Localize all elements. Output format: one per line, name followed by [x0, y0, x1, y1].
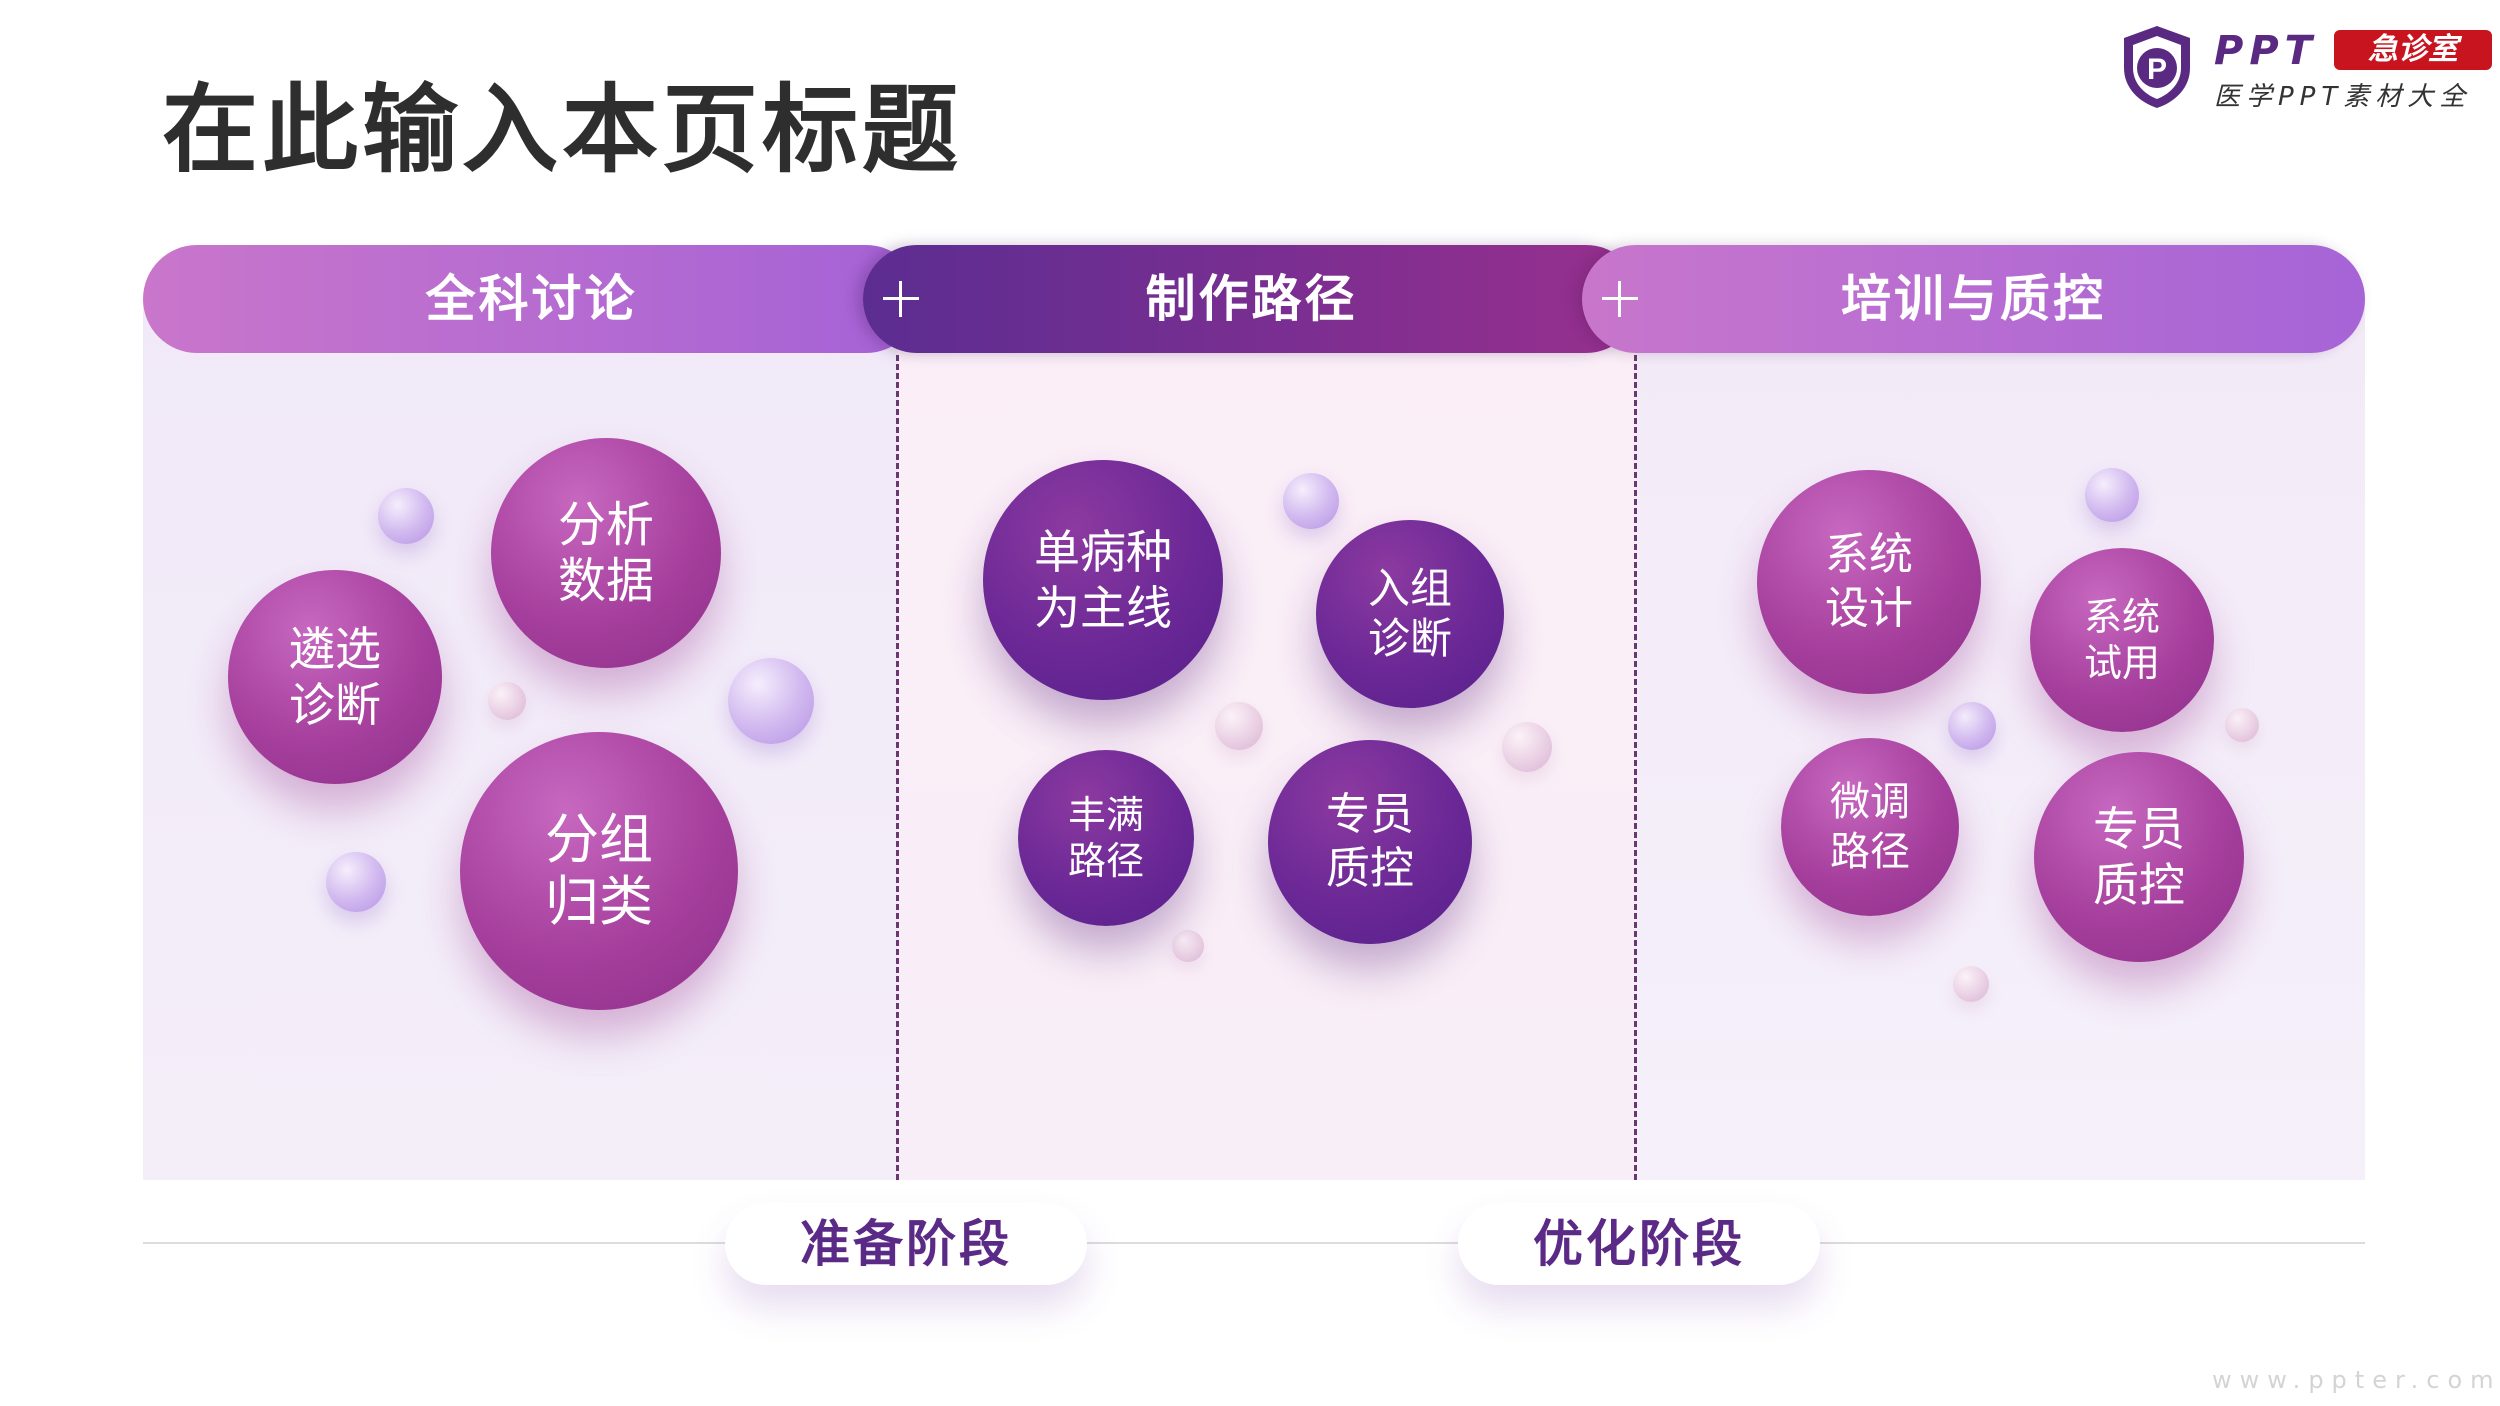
circle-line: 专员 [2093, 802, 2185, 856]
circle-line: 微调 [1830, 779, 1910, 825]
circle-line: 入组 [1367, 564, 1452, 613]
topic-circle: 丰满路径 [1018, 750, 1194, 926]
decor-ball [2225, 708, 2259, 742]
circle-line: 丰满 [1067, 793, 1144, 837]
column-header-3: 培训与质控 [1582, 245, 2365, 353]
circle-line: 专员 [1326, 789, 1414, 840]
stage-baseline [143, 1242, 2365, 1244]
circle-line: 质控 [1326, 843, 1414, 894]
plus-icon [1596, 275, 1644, 323]
decor-ball [488, 682, 526, 720]
decor-ball [378, 488, 434, 544]
shield-letter: P [2147, 53, 2167, 86]
column-header-label: 全科讨论 [425, 270, 638, 328]
decor-ball [728, 658, 814, 744]
circle-line: 数据 [557, 553, 654, 609]
circle-line: 单病种 [1034, 525, 1172, 579]
watermark: www.ppter.com [2212, 1366, 2500, 1394]
column-header-label: 培训与质控 [1841, 270, 2106, 328]
topic-circle: 专员质控 [2034, 752, 2244, 962]
column-header-2: 制作路径 [863, 245, 1640, 353]
plus-icon [877, 275, 925, 323]
page-title: 在此输入本页标题 [162, 74, 962, 186]
dashed-divider-2 [1634, 355, 1637, 1180]
circle-line: 归类 [545, 870, 653, 933]
decor-ball [1953, 966, 1989, 1002]
circle-line: 分组 [545, 808, 653, 871]
topic-circle: 系统试用 [2030, 548, 2214, 732]
circle-line: 分析 [557, 497, 654, 553]
dashed-divider-1 [896, 355, 899, 1180]
circle-line: 遴选 [289, 622, 381, 676]
logo-subtitle: 医学PPT素材大全 [2214, 82, 2472, 112]
topic-circle: 专员质控 [1268, 740, 1472, 944]
topic-circle: 系统设计 [1757, 470, 1981, 694]
circle-line: 质控 [2093, 858, 2185, 912]
circle-line: 系统 [2083, 595, 2160, 639]
column-header-label: 制作路径 [1145, 270, 1358, 328]
circle-line: 设计 [1825, 583, 1913, 634]
decor-ball [1948, 702, 1996, 750]
stage-label-2: 优化阶段 [1458, 1203, 1820, 1285]
circle-line: 诊断 [289, 678, 381, 732]
column-header-1: 全科讨论 [143, 245, 920, 353]
decor-ball [326, 852, 386, 912]
logo-tag: 急诊室 [2334, 30, 2492, 70]
topic-circle: 分组归类 [460, 732, 738, 1010]
column-panel-3 [1636, 300, 2365, 1180]
circle-line: 系统 [1825, 529, 1913, 580]
stage-label-1: 准备阶段 [725, 1203, 1087, 1285]
shield-logo-icon: P [2124, 26, 2190, 108]
decor-ball [1172, 930, 1204, 962]
decor-ball [1215, 702, 1263, 750]
topic-circle: 分析数据 [491, 438, 721, 668]
circle-line: 路径 [1067, 839, 1144, 883]
logo-brand: PPT [2214, 28, 2318, 74]
decor-ball [1502, 722, 1552, 772]
topic-circle: 遴选诊断 [228, 570, 442, 784]
topic-circle: 微调路径 [1781, 738, 1959, 916]
circle-line: 试用 [2083, 641, 2160, 685]
topic-circle: 入组诊断 [1316, 520, 1504, 708]
circle-line: 为主线 [1034, 581, 1172, 635]
circle-line: 诊断 [1367, 614, 1452, 663]
circle-line: 路径 [1830, 829, 1910, 875]
brand-logo: P PPT 急诊室 医学PPT素材大全 [2120, 24, 2492, 114]
topic-circle: 单病种为主线 [983, 460, 1223, 700]
decor-ball [2085, 468, 2139, 522]
decor-ball [1283, 473, 1339, 529]
